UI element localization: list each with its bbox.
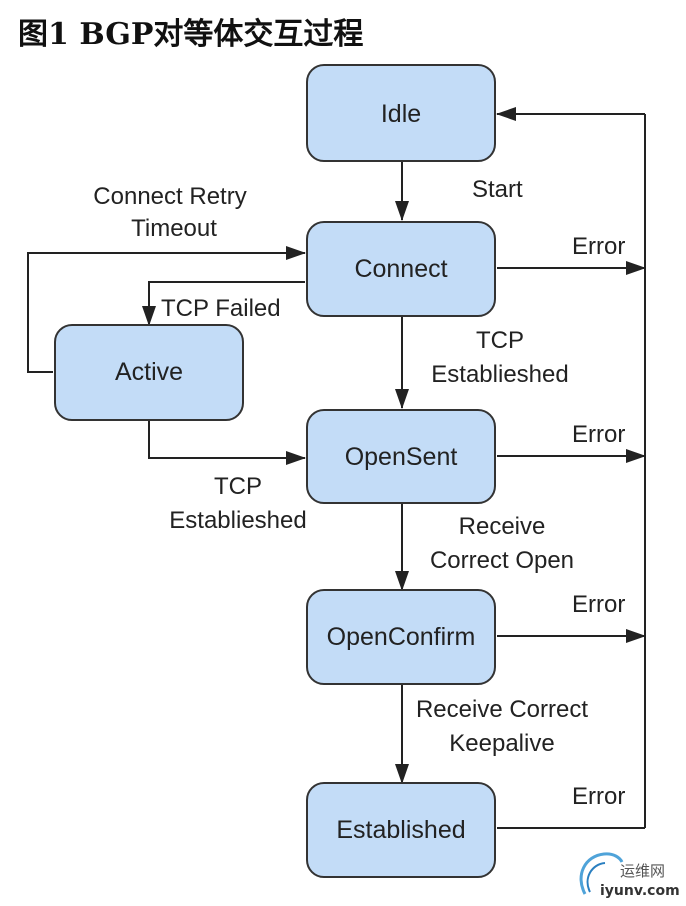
arrow-active-connect-retry [27, 246, 306, 373]
label-connect-retry-line2: Timeout [131, 215, 217, 242]
watermark-logo-icon [579, 852, 624, 895]
state-idle [306, 64, 496, 162]
label-error-openconfirm: Error [572, 591, 625, 618]
watermark: 运维网 iyunv.com [579, 852, 680, 899]
state-connect-label: Connect [354, 255, 447, 283]
label-error-opensent: Error [572, 421, 625, 448]
label-tcp-failed: TCP Failed [161, 295, 281, 322]
state-established [306, 782, 496, 878]
state-established-label: Established [336, 816, 465, 844]
label-tcp-established-right-line1: TCP [476, 327, 524, 354]
label-receive-keepalive-line2: Keepalive [449, 730, 554, 757]
label-error-established: Error [572, 783, 625, 810]
label-start: Start [472, 176, 523, 203]
state-active-label: Active [115, 358, 183, 386]
label-tcp-established-left-line2: Establieshed [169, 507, 306, 534]
state-active [54, 324, 244, 421]
state-idle-label: Idle [381, 100, 421, 128]
arrow-connect-active-tcp-failed [142, 281, 305, 326]
arrow-active-opensent [148, 420, 306, 465]
label-tcp-established-right-line2: Establieshed [431, 361, 568, 388]
state-openconfirm-label: OpenConfirm [327, 623, 476, 651]
state-openconfirm [306, 589, 496, 685]
watermark-domain: iyunv.com [600, 883, 680, 899]
state-opensent-label: OpenSent [345, 443, 458, 471]
state-opensent [306, 409, 496, 504]
label-receive-open-line2: Correct Open [430, 547, 574, 574]
label-tcp-established-left-line1: TCP [214, 473, 262, 500]
label-receive-open-line1: Receive [459, 513, 546, 540]
label-error-connect: Error [572, 233, 625, 260]
watermark-name: 运维网 [620, 862, 665, 880]
state-connect [306, 221, 496, 317]
label-connect-retry-line1: Connect Retry [93, 183, 246, 210]
label-receive-keepalive-line1: Receive Correct [416, 696, 588, 723]
diagram-title: 图1 BGP对等体交互过程 [18, 17, 363, 52]
